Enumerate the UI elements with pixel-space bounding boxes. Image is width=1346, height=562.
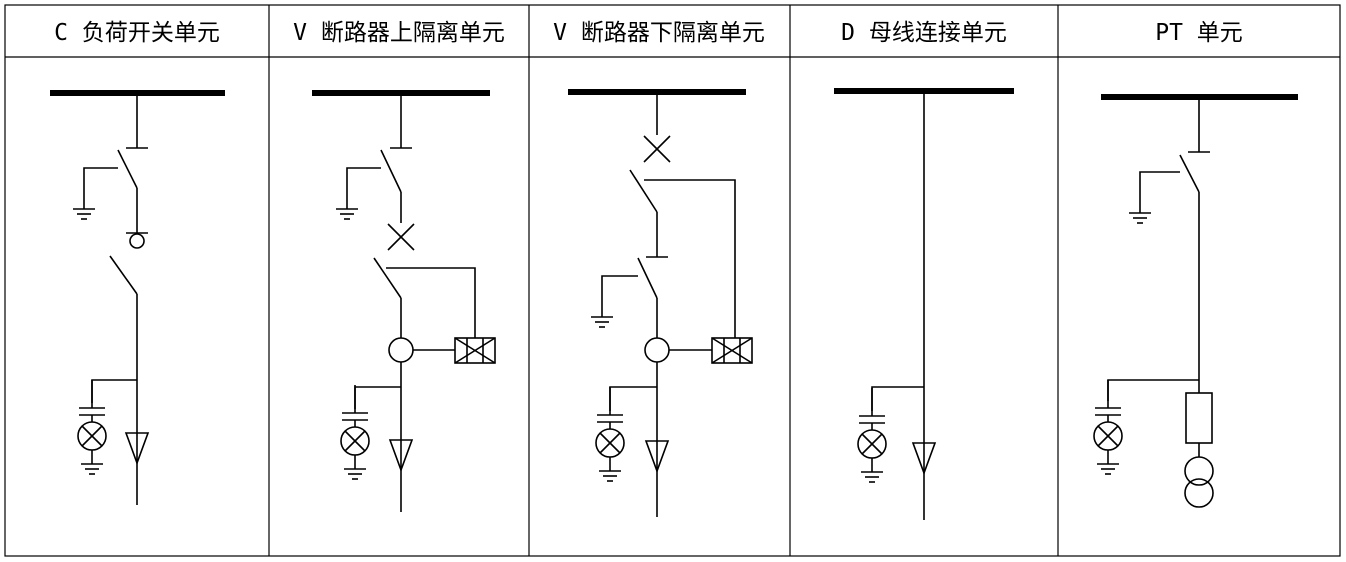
indicator-lamp-icon	[857, 387, 887, 483]
load-switch-blade	[109, 255, 138, 295]
indicator-lamp-icon	[1093, 379, 1123, 475]
isolator-blade	[1179, 154, 1200, 193]
indicator-lamp-icon	[77, 379, 107, 475]
header-breaker-lower-isolation-unit: V 断路器下隔离单元	[553, 20, 765, 46]
indicator-lamp-icon	[595, 386, 625, 482]
breaker-blade	[629, 169, 658, 213]
ground-icon	[335, 204, 359, 220]
isolator-blade	[380, 149, 402, 193]
busbar-connection-diagram	[834, 88, 1014, 520]
voltage-transformer-icon	[1184, 456, 1214, 486]
header-pt-unit: PT 单元	[1155, 20, 1243, 46]
load-switch-unit-diagram	[50, 90, 225, 505]
table-frame	[4, 4, 1341, 557]
ground-icon	[590, 312, 614, 328]
ground-icon	[72, 204, 96, 220]
breaker-lower-isolation-diagram	[568, 89, 753, 517]
interlock-icon	[454, 337, 496, 364]
breaker-upper-isolation-diagram	[312, 90, 496, 512]
interlock-icon	[711, 337, 753, 364]
header-load-switch-unit: C 负荷开关单元	[54, 20, 220, 46]
isolator-blade	[637, 257, 658, 299]
breaker-blade	[373, 257, 402, 299]
fuse-contact	[129, 233, 145, 249]
current-transformer-icon	[388, 337, 414, 363]
header-busbar-connection-unit: D 母线连接单元	[841, 20, 1007, 46]
earthing-switch-blade	[117, 149, 138, 189]
header-breaker-upper-isolation-unit: V 断路器上隔离单元	[293, 20, 505, 46]
current-transformer-icon	[644, 337, 670, 363]
indicator-lamp-icon	[340, 384, 370, 480]
fuse-icon	[1185, 392, 1213, 444]
ground-icon	[1128, 208, 1152, 224]
pt-unit-diagram	[1093, 94, 1298, 508]
